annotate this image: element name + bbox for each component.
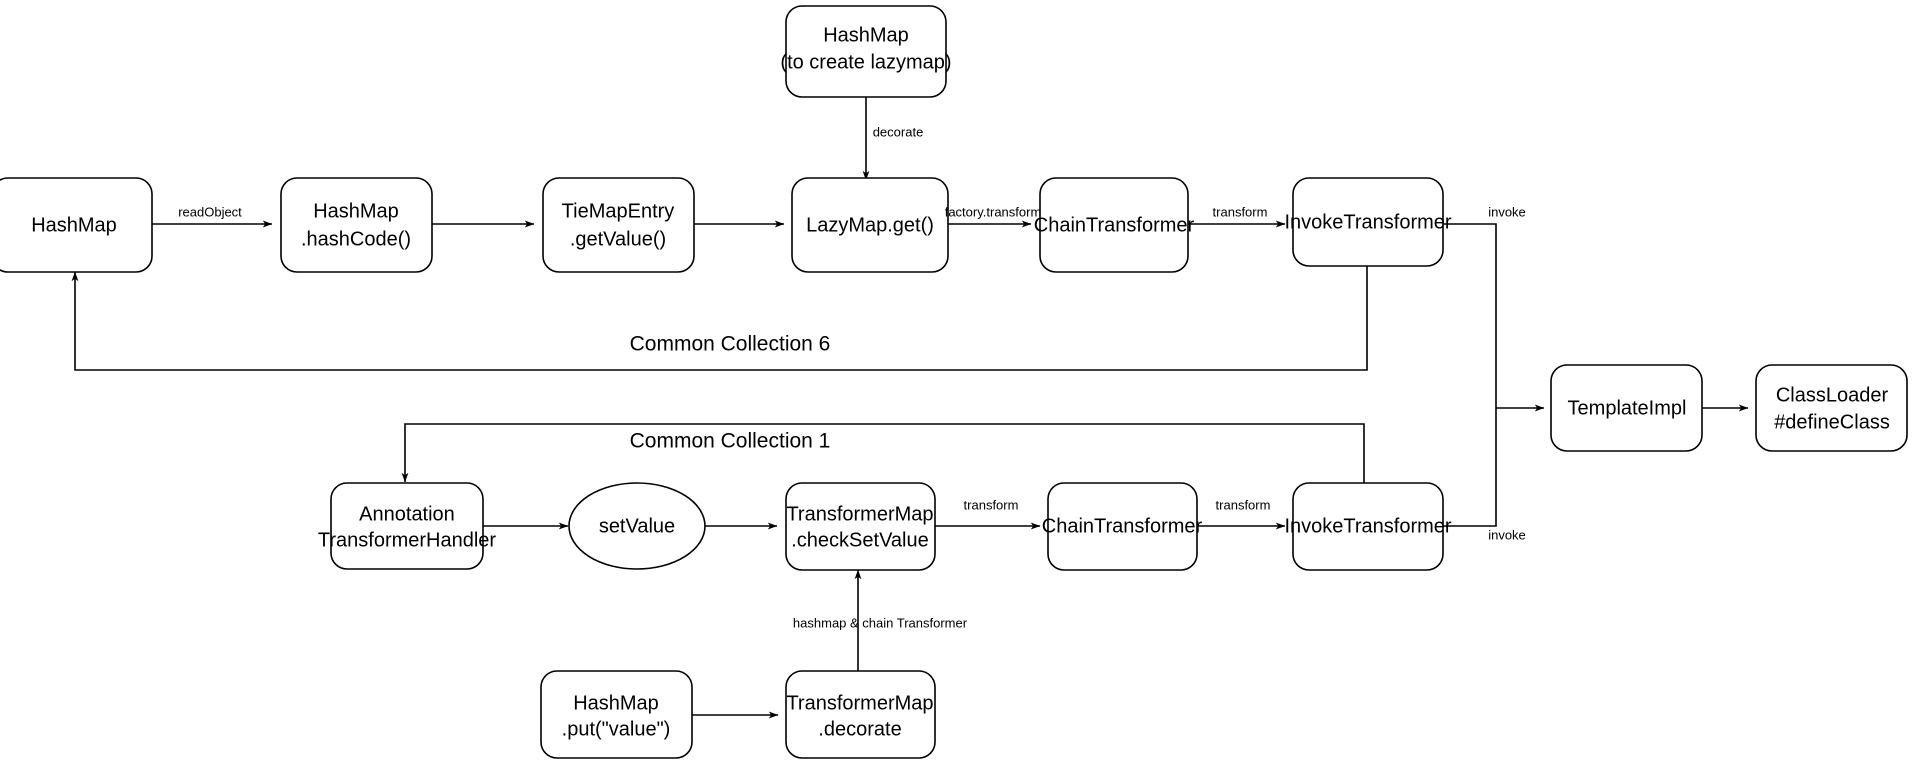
edge-label-invoke-top: invoke <box>1488 204 1526 219</box>
node-hashmap-put-value-line2: .put("value") <box>562 718 671 740</box>
edge-label-transform-bottom-1: transform <box>964 497 1019 512</box>
node-annotation-transformerhandler-line2: TransformerHandler <box>318 529 497 551</box>
edge-label-invoke-bottom: invoke <box>1488 527 1526 542</box>
node-tiemapentry-getvalue[interactable]: TieMapEntry .getValue() <box>542 177 695 273</box>
node-transformermap-decorate-line2: .decorate <box>818 718 901 740</box>
node-annotation-transformerhandler-shape[interactable] <box>330 482 484 570</box>
node-hashmap-put-value-line1: HashMap <box>573 692 659 714</box>
node-transformermap-decorate-line1: TransformerMap <box>786 692 933 714</box>
node-invoketransformer-top-line1: InvokeTransformer <box>1284 211 1451 233</box>
node-templateimpl[interactable]: TemplateImpl <box>1550 364 1703 452</box>
node-tiemapentry-getvalue-line1: TieMapEntry <box>562 200 675 222</box>
node-chaintransformer-top-line1: ChainTransformer <box>1034 214 1195 236</box>
node-invoketransformer-bottom-shape[interactable] <box>1292 482 1444 571</box>
node-hashmap-hashcode[interactable]: HashMap .hashCode() <box>280 177 433 273</box>
node-hashmap-to-create-lazymap-shape[interactable] <box>785 5 947 98</box>
node-hashmap-hashcode-shape[interactable] <box>280 177 433 273</box>
node-hashmap-to-create-lazymap-line2: (to create lazymap) <box>780 51 951 73</box>
group-label-common-collection-6: Common Collection 6 <box>630 333 831 356</box>
node-classloader-defineclass-shape[interactable] <box>1755 364 1908 452</box>
node-invoketransformer-top-shape[interactable] <box>1292 177 1444 267</box>
node-invoketransformer-bottom-line1: InvokeTransformer <box>1284 515 1451 537</box>
edge-invoke-top <box>1443 223 1497 408</box>
node-chaintransformer-bottom-line1: ChainTransformer <box>1042 515 1203 537</box>
edge-common-collection-1-return <box>401 423 1365 483</box>
node-hashmap-to-create-lazymap[interactable]: HashMap (to create lazymap) <box>780 5 952 98</box>
node-transformermap-decorate[interactable]: TransformerMap .decorate <box>785 670 936 759</box>
node-lazymap-get[interactable]: LazyMap.get() <box>791 177 949 273</box>
node-chaintransformer-bottom-shape[interactable] <box>1047 482 1198 571</box>
node-templateimpl-line1: TemplateImpl <box>1568 397 1687 419</box>
node-setvalue[interactable]: setValue <box>568 482 706 570</box>
node-classloader-defineclass[interactable]: ClassLoader #defineClass <box>1755 364 1908 452</box>
node-hashmap-to-create-lazymap-line1: HashMap <box>823 24 909 46</box>
node-classloader-defineclass-line2: #defineClass <box>1774 411 1890 433</box>
node-lazymap-get-line1: LazyMap.get() <box>806 214 934 236</box>
node-lazymap-get-shape[interactable] <box>791 177 949 273</box>
node-annotation-transformerhandler[interactable]: Annotation TransformerHandler <box>318 482 497 570</box>
edge-label-decorate: decorate <box>873 124 924 139</box>
node-hashmap-put-value-shape[interactable] <box>540 670 693 759</box>
edge-label-factory-transform: factory.transform <box>945 204 1042 219</box>
node-hashmap-hashcode-line1: HashMap <box>313 200 399 222</box>
edge-label-transform-top: transform <box>1213 204 1268 219</box>
edge-invoke-bottom <box>1443 408 1497 527</box>
node-chaintransformer-top-shape[interactable] <box>1039 177 1189 273</box>
edge-label-hashmap-chain-transformer: hashmap & chain Transformer <box>793 615 968 630</box>
group-label-common-collection-1: Common Collection 1 <box>630 430 831 453</box>
node-chaintransformer-top[interactable]: ChainTransformer <box>1034 177 1195 273</box>
node-chaintransformer-bottom[interactable]: ChainTransformer <box>1042 482 1203 571</box>
node-hashmap-shape[interactable] <box>0 177 153 273</box>
node-hashmap-put-value[interactable]: HashMap .put("value") <box>540 670 693 759</box>
node-invoketransformer-top[interactable]: InvokeTransformer <box>1284 177 1452 267</box>
node-setvalue-shape[interactable] <box>568 482 706 570</box>
node-hashmap[interactable]: HashMap <box>0 177 153 273</box>
node-tiemapentry-getvalue-line2: .getValue() <box>570 228 666 250</box>
node-annotation-transformerhandler-line1: Annotation <box>359 503 455 525</box>
node-transformermap-checksetvalue-line1: TransformerMap <box>786 503 933 525</box>
node-hashmap-hashcode-line2: .hashCode() <box>301 228 411 250</box>
node-invoketransformer-bottom[interactable]: InvokeTransformer <box>1284 482 1452 571</box>
node-transformermap-checksetvalue[interactable]: TransformerMap .checkSetValue <box>785 482 936 571</box>
edge-label-transform-bottom-2: transform <box>1216 497 1271 512</box>
node-hashmap-line1: HashMap <box>31 214 117 236</box>
node-templateimpl-shape[interactable] <box>1550 364 1703 452</box>
node-tiemapentry-getvalue-shape[interactable] <box>542 177 695 273</box>
edge-common-collection-6-return <box>71 266 1368 371</box>
node-classloader-defineclass-line1: ClassLoader <box>1776 384 1889 406</box>
node-setvalue-line1: setValue <box>599 515 675 537</box>
node-transformermap-checksetvalue-line2: .checkSetValue <box>791 529 929 551</box>
node-transformermap-checksetvalue-shape[interactable] <box>785 482 936 571</box>
node-transformermap-decorate-shape[interactable] <box>785 670 936 759</box>
edge-label-read-object: readObject <box>178 204 242 219</box>
